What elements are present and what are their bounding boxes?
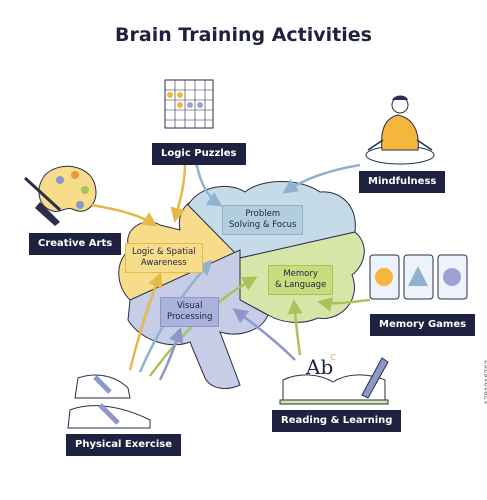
open-book-pen-icon [279, 357, 389, 405]
region-label-problem-solving: Problem Solving & Focus [222, 205, 304, 235]
sneakers-icon [67, 374, 151, 429]
region-label-logic-spatial: Logic & Spatial Awareness [125, 243, 203, 273]
arrow-exercise-4 [158, 327, 184, 381]
memory-cards-icon [369, 254, 468, 300]
arrow-reading-to-visual [232, 308, 296, 361]
book-letters: Ab [305, 355, 333, 379]
arrow-logic-to-logic [170, 161, 187, 223]
label-reading-learning: Reading & Learning [272, 410, 402, 432]
meditating-person-icon [365, 95, 435, 165]
label-logic-puzzles: Logic Puzzles [152, 143, 246, 165]
arrow-reading-to-memory [287, 299, 303, 356]
watermark-id: 1781916763 [483, 360, 487, 405]
arrow-exercise-1 [128, 272, 163, 371]
label-memory-games: Memory Games [370, 314, 476, 336]
arrow-creative-to-logic [91, 203, 158, 227]
page-title: Brain Training Activities [115, 24, 372, 46]
paint-palette-icon [23, 165, 97, 226]
region-label-memory-language: Memory & Language [268, 265, 334, 295]
book-superscript: c [330, 350, 336, 363]
label-physical-exercise: Physical Exercise [66, 434, 182, 456]
logic-puzzle-grid-icon [164, 79, 214, 129]
region-label-visual-processing: Visual Processing [160, 297, 220, 327]
label-creative-arts: Creative Arts [29, 233, 122, 255]
arrow-mindfulness-to-problem [282, 163, 361, 194]
arrow-memorygames-to-memory [317, 296, 371, 312]
arrow-logic-to-problem [194, 161, 223, 207]
label-mindfulness: Mindfulness [359, 171, 446, 193]
